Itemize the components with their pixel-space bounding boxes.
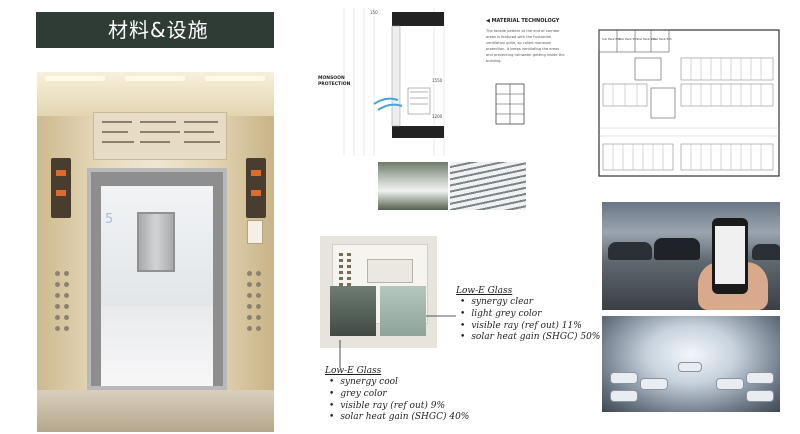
elevator-door-frame: 5: [87, 168, 227, 390]
material-technology-heading: ◀ MATERIAL TECHNOLOGY: [486, 18, 560, 24]
elevator-ceiling: [37, 72, 274, 116]
glass-spec-cool-item: solar heat gain (SHGC) 40%: [325, 412, 485, 424]
elevator-photo: 5: [37, 72, 274, 432]
plan-label-1: Car Park Nth: [602, 37, 621, 41]
louver-photo: [450, 162, 526, 210]
button-panel-left: [53, 268, 71, 338]
glass-spec-clear-item: visible ray (ref out) 11%: [456, 321, 600, 333]
glass-spec-clear: Low-E Glass synergy clear light grey col…: [456, 286, 600, 344]
parking-app-photo: [602, 202, 780, 310]
dim-top: 150: [370, 10, 378, 15]
glass-pane-cool: [330, 286, 376, 336]
glass-spec-cool-item: grey color: [325, 389, 485, 401]
parking-floor-plan: Car Park Nth Car Park Sth Car Park 4th C…: [597, 28, 781, 178]
material-technology-text: The facade pattern at the end of corrido…: [486, 29, 565, 63]
glass-leader-lines: [339, 315, 456, 368]
glass-spec-cool-item: visible ray (ref out) 9%: [325, 401, 485, 413]
dim-2: 1200: [432, 114, 443, 119]
plan-label-2: Car Park Sth: [619, 37, 638, 41]
glass-spec-clear-item: solar heat gain (SHGC) 50%: [456, 332, 600, 344]
glass-sample-photo: [320, 236, 437, 348]
glass-spec-cool: Low-E Glass synergy cool grey color visi…: [325, 366, 485, 424]
plan-label-4: Car Park 5th: [653, 37, 672, 41]
glass-spec-cool-heading: Low-E Glass: [325, 366, 382, 376]
floor-indicator-right: [246, 158, 266, 218]
floor-directory-sign: [93, 112, 227, 160]
automated-parking-photo: [602, 316, 780, 412]
grille-detail-drawing: [495, 83, 525, 125]
monsoon-protection-label: MONSOON PROTECTION: [318, 76, 351, 87]
glass-pane-clear: [380, 286, 426, 336]
opposite-elevator-door: [137, 212, 175, 272]
glass-spec-clear-item: synergy clear: [456, 297, 600, 309]
floor-indicator-left: [51, 158, 71, 218]
glass-spec-clear-heading: Low-E Glass: [456, 286, 513, 296]
glass-spec-cool-item: synergy cool: [325, 377, 485, 389]
elevator-lobby-view: 5: [101, 186, 213, 386]
button-panel-right: [245, 268, 263, 338]
notice-card: [247, 220, 263, 244]
smartphone: [712, 218, 748, 294]
floor-number: 5: [105, 212, 114, 227]
elevator-floor: [37, 390, 274, 432]
window-photo: [378, 162, 448, 210]
glass-spec-clear-item: light grey color: [456, 309, 600, 321]
plan-label-3: Car Park 4th: [637, 37, 656, 41]
dim-1: 1550: [432, 78, 443, 83]
page-title: 材料&设施: [36, 12, 274, 48]
facade-section-drawing: 150 1550 1200: [343, 8, 445, 156]
